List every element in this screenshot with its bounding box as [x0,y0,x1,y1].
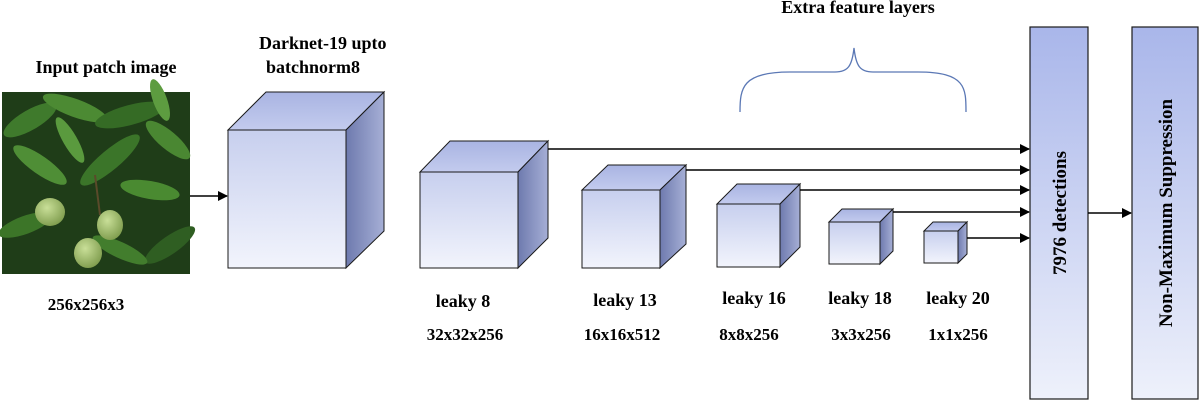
backbone-cube [226,90,386,270]
layer-size-leaky-8: 32x32x256 [427,325,504,344]
input-title: Input patch image [35,57,176,77]
layer-name-leaky-20: leaky 20 [926,288,990,308]
nms-bar [1131,26,1199,400]
extra-layers-title: Extra feature layers [781,0,935,17]
layer-size-leaky-16: 8x8x256 [719,325,779,344]
layer-name-leaky-8: leaky 8 [436,291,491,311]
arrows [190,144,1132,243]
layer-name-leaky-18: leaky 18 [828,288,892,308]
layer-cube-leaky-13 [580,163,688,270]
layer-size-leaky-13: 16x16x512 [584,325,661,344]
input-patch-image [0,79,196,274]
layer-cube-leaky-18 [827,207,895,266]
backbone-title-line1: Darknet-19 upto [259,33,387,53]
layer-name-leaky-13: leaky 13 [593,290,657,310]
layer-cube-leaky-8 [418,139,550,270]
layer-name-leaky-16: leaky 16 [722,288,786,308]
mango-fruit [74,238,102,268]
input-size-label: 256x256x3 [48,295,125,314]
backbone-title-line2: batchnorm8 [266,57,360,77]
layer-size-leaky-20: 1x1x256 [928,325,988,344]
mango-fruit [35,198,65,226]
detections-bar [1029,26,1089,400]
mango-fruit [97,210,123,240]
extra-layers-brace [739,47,967,113]
layer-cube-leaky-16 [715,182,802,269]
nms-label: Non-Maximum Suppression [1156,98,1177,327]
detections-label: 7976 detections [1050,151,1071,275]
layer-size-leaky-18: 3x3x256 [831,325,891,344]
layer-cube-leaky-20 [922,220,969,265]
